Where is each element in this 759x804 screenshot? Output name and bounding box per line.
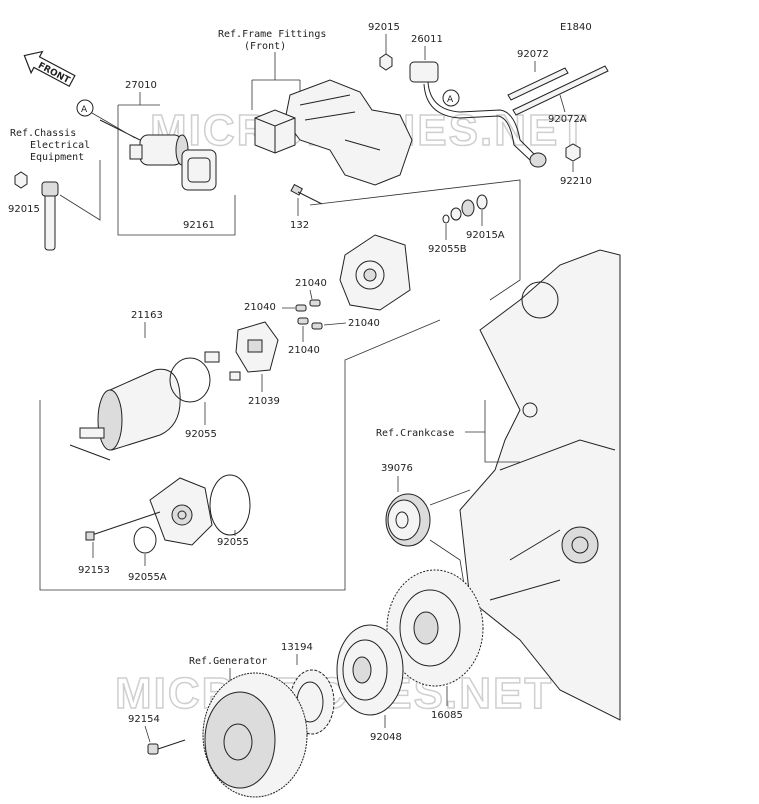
o-ring-92055a [133,526,157,554]
relay-box [254,109,296,154]
part-92161: 92161 [183,220,215,231]
group-outline-motor [39,319,441,591]
part-92015-left: 92015 [8,204,40,215]
bolt-132 [290,183,323,205]
part-92055-upper: 92055 [185,429,217,440]
bolt-92154 [147,739,186,755]
ref-frame-fittings: Ref.Frame Fittings [218,29,326,40]
battery-cable-terminal [41,181,59,251]
watermark-bottom: MICROFICHES.NET [115,669,553,718]
callout-a-right: A [442,89,460,107]
ref-crankcase: Ref.Crankcase [376,428,454,439]
part-21040-c: 21040 [348,318,380,329]
part-92055b: 92055B [428,244,467,255]
starter-clutch [336,624,404,716]
part-27010: 27010 [125,80,157,91]
washer-92015a [450,194,488,221]
part-92210: 92210 [560,176,592,187]
part-92048: 92048 [370,732,402,743]
nut-92015-left [14,171,28,189]
callout-a-left: A [76,99,136,139]
bolt-92153 [85,511,161,541]
ref-generator: Ref.Generator [189,656,267,667]
leader-crankcase [465,400,520,463]
relay-cover [181,149,217,191]
part-92072a: 92072A [548,114,587,125]
leader-frame-fittings [251,52,301,110]
crankcase [459,249,621,721]
nut-92210 [565,143,581,162]
part-21040-d: 21040 [288,345,320,356]
leader-27010 [117,92,236,236]
part-92015a: 92015A [466,230,505,241]
ref-frame-fittings-front: (Front) [244,41,286,52]
part-21039: 21039 [248,396,280,407]
starter-gear-cover [149,477,213,546]
group-outline-top [309,179,521,301]
leader-chassis [59,160,101,221]
part-92055-lower: 92055 [217,537,249,548]
brush-springs [282,289,347,342]
nut-92015-top [379,53,393,71]
o-ring-92055b [442,214,450,224]
leader-idler [429,489,471,591]
svg-text:A: A [447,95,454,105]
idler-gear [385,493,431,547]
part-21040-a: 21040 [295,278,327,289]
ref-chassis-line1: Ref.Chassis [10,128,76,139]
part-26011: 26011 [411,34,443,45]
front-arrow-icon: FRONT [23,50,76,88]
starter-motor [69,368,181,461]
leader-92154 [144,725,151,743]
part-92153: 92153 [78,565,110,576]
starter-ring-gear [386,569,484,687]
part-92072: 92072 [517,49,549,60]
frame-bracket [284,79,413,186]
o-ring-92055-lower [209,474,251,536]
starter-end-cover [339,234,411,311]
svg-text:A: A [81,105,88,115]
o-ring-92055-upper [169,357,211,403]
diagram-code: E1840 [560,22,592,33]
ref-chassis-line3: Equipment [30,152,84,163]
part-132: 132 [290,220,309,231]
leader-92072a [559,94,566,113]
ref-chassis-line2: Electrical [30,140,90,151]
generator-rotor [202,672,308,798]
part-92154: 92154 [128,714,160,725]
brush-holder [204,321,279,381]
part-13194: 13194 [281,642,313,653]
part-92015-top: 92015 [368,22,400,33]
part-21163: 21163 [131,310,163,321]
cable-tie-92072 [507,67,569,101]
part-39076: 39076 [381,463,413,474]
cable-clamp [409,61,547,168]
part-16085: 16085 [431,710,463,721]
part-21040-b: 21040 [244,302,276,313]
part-92055a: 92055A [128,572,167,583]
cable-tie-92072a [512,65,609,116]
